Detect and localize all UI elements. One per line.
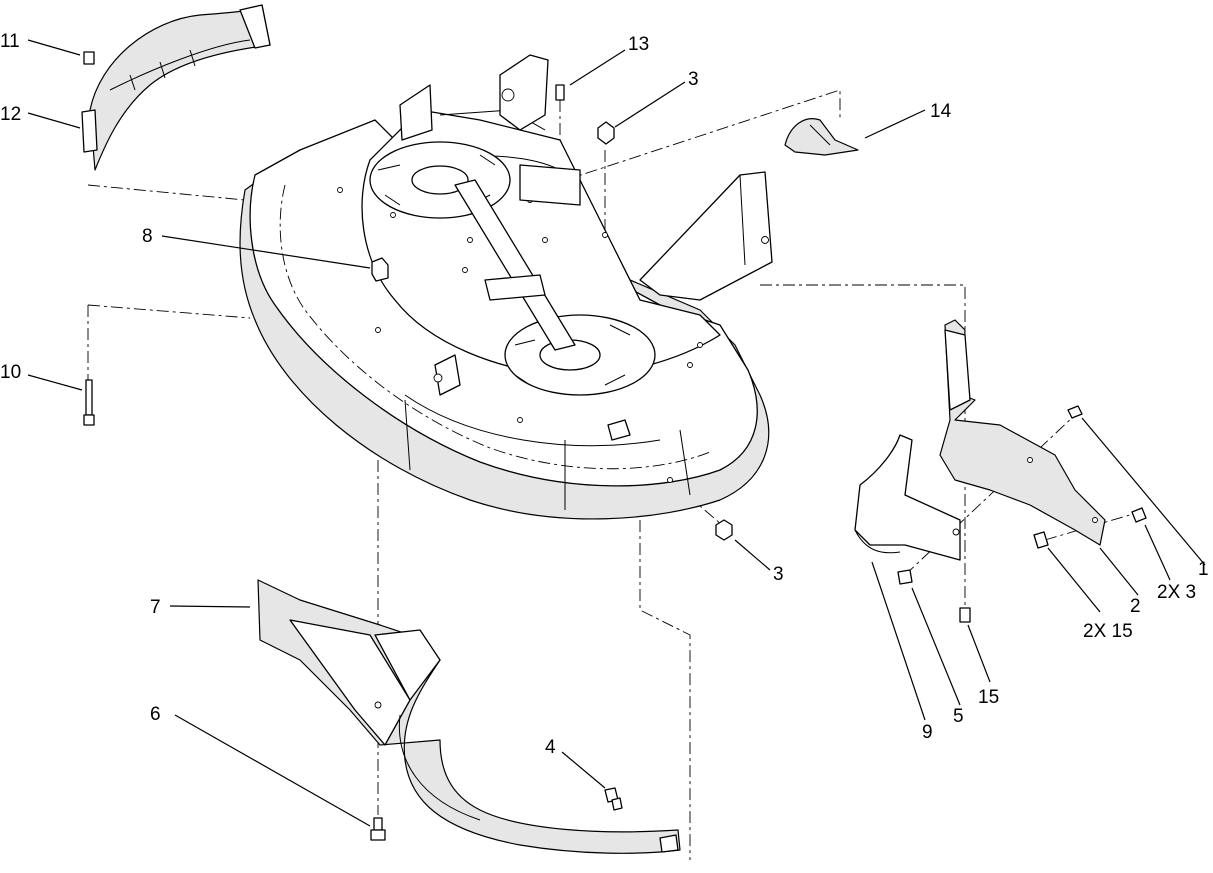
callout-10: 10	[0, 362, 21, 383]
callout-4: 4	[545, 737, 556, 758]
blade-baffle	[369, 54, 656, 441]
leader-lines	[27, 39, 1206, 827]
callout-9: 9	[922, 722, 933, 743]
callout-labels: 11 12 8 10 13 3 14 3 7 6 4 1 2 2X 3 2X 1…	[0, 31, 1209, 758]
bolt-part-6	[370, 817, 386, 841]
callout-8: 8	[142, 226, 153, 247]
discharge-bracket	[519, 164, 773, 301]
callout-3-top: 3	[688, 69, 699, 90]
bolt-part-11	[83, 51, 95, 65]
callout-15: 15	[978, 687, 999, 708]
nut-part-3-lower	[715, 519, 733, 541]
callout-5: 5	[953, 706, 964, 727]
callout-2: 2	[1130, 596, 1141, 617]
callout-2x3: 2X 3	[1157, 582, 1196, 603]
callout-2x15: 2X 15	[1083, 621, 1133, 642]
nut-part-8	[371, 257, 389, 282]
chute-deflector-part-2	[939, 319, 1106, 546]
bolt-part-10	[83, 379, 95, 426]
rear-flap-part-12	[81, 4, 271, 171]
screw-part-13	[555, 84, 565, 101]
bolt-part-4	[604, 787, 623, 811]
callout-13: 13	[628, 34, 649, 55]
callout-11: 11	[0, 31, 20, 52]
chute-shield-part-9	[854, 434, 961, 561]
callout-14: 14	[930, 101, 952, 122]
discharge-chute-part-7	[257, 579, 681, 854]
callout-7: 7	[150, 597, 161, 618]
nut-part-3-top	[597, 121, 615, 145]
hardware-parts-1-5-15	[897, 405, 1147, 623]
callout-1: 1	[1198, 559, 1209, 580]
callout-12: 12	[0, 104, 21, 125]
plate-holes	[337, 187, 703, 483]
callout-3-lower: 3	[773, 564, 784, 585]
cover-part-14	[784, 118, 859, 156]
callout-6: 6	[150, 704, 161, 725]
